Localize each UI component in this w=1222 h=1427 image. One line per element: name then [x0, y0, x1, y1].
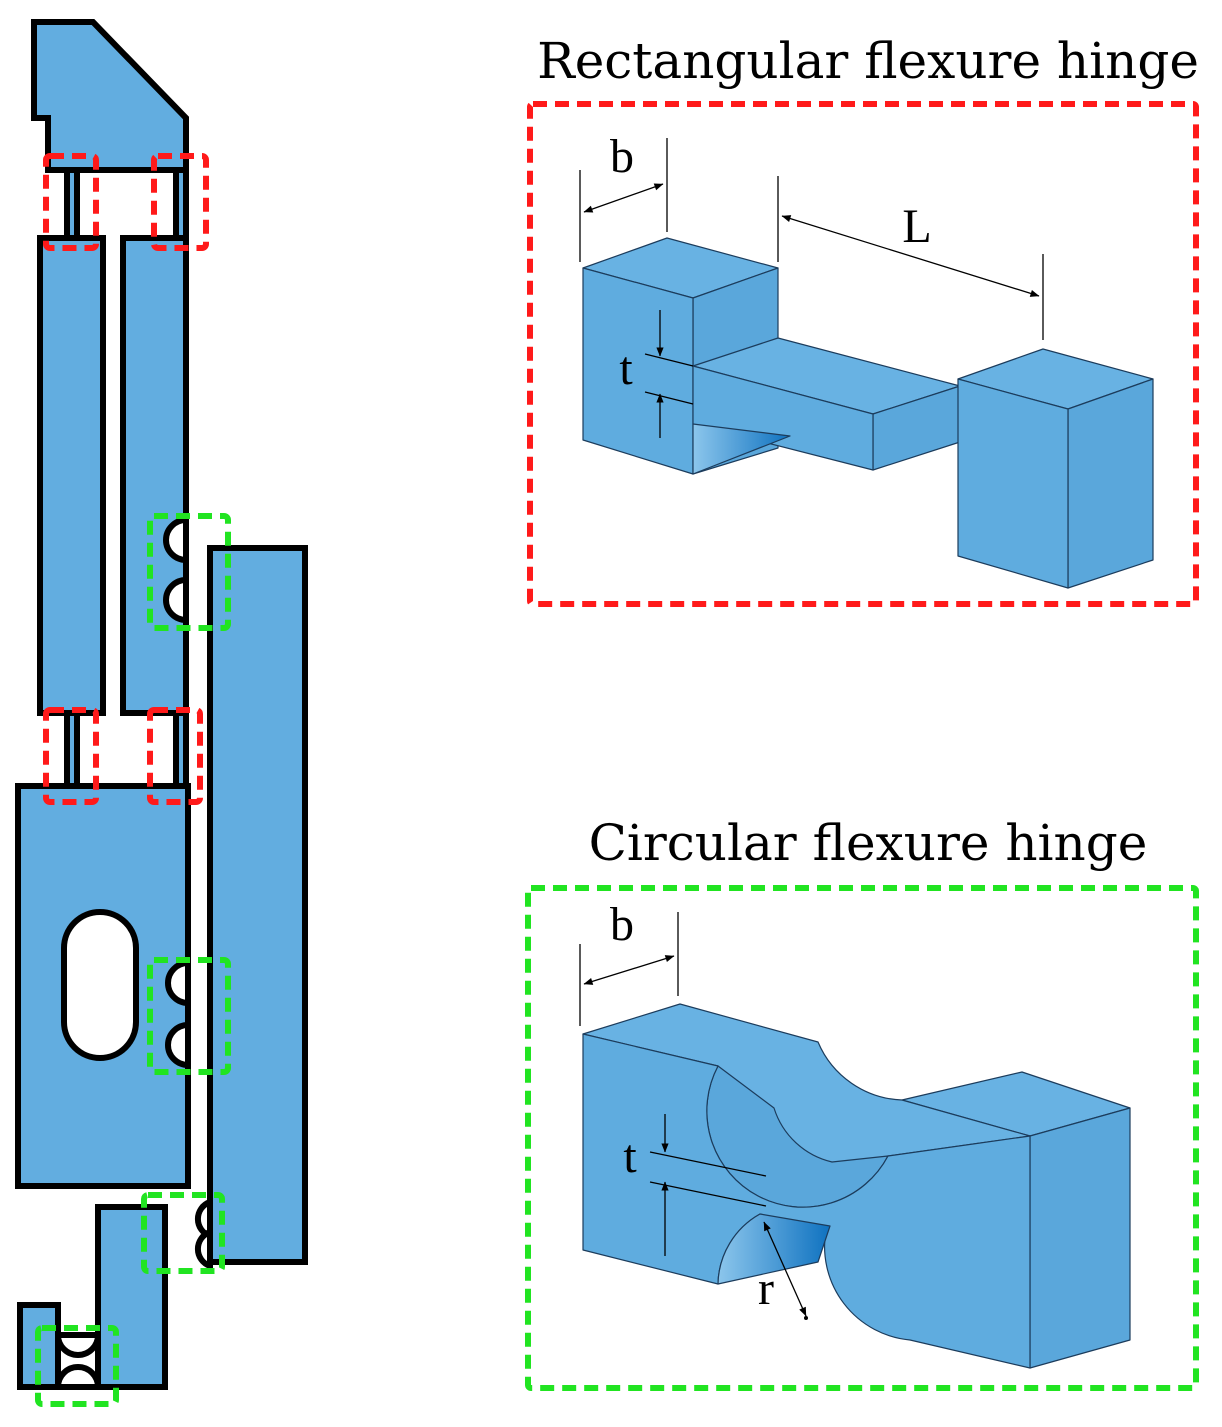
rect-left-block-front — [582, 267, 694, 475]
circ-label-b: b — [610, 898, 634, 951]
notch — [163, 576, 189, 624]
notch — [163, 516, 189, 564]
rect-hinge-marker — [43, 153, 99, 251]
rect-hinge-marker — [43, 707, 99, 805]
rectangular-panel-title: Rectangular flexure hinge — [537, 32, 1199, 90]
left-long-beam — [37, 235, 106, 716]
circular-panel-title: Circular flexure hinge — [589, 814, 1148, 872]
right-tall-block — [207, 545, 308, 1265]
rect-right-block-side — [1067, 378, 1154, 589]
circular-hinge-panel: Circular flexure hinge b t r — [525, 814, 1199, 1391]
rectangular-hinge-panel: Rectangular flexure hinge b L t — [527, 32, 1199, 607]
lower-main-block — [15, 783, 191, 1189]
notch — [54, 1332, 102, 1358]
circular-notches — [54, 516, 213, 1390]
top-head-block — [31, 19, 189, 173]
rect-label-t: t — [619, 342, 633, 395]
circ-right-block-side — [1029, 1107, 1131, 1369]
bottom-step-block — [95, 1204, 168, 1390]
notch — [194, 1227, 213, 1271]
rect-label-b: b — [610, 130, 634, 183]
rect-beam-front — [692, 365, 874, 471]
rect-hinge-markers — [43, 153, 209, 805]
notch — [54, 1364, 102, 1390]
rect-label-L: L — [902, 200, 931, 253]
top-left-hinge-neck — [64, 167, 80, 241]
circ-hinge-marker — [141, 1192, 225, 1274]
right-long-beam — [120, 235, 189, 716]
circ-label-r: r — [758, 1262, 774, 1315]
circ-hinge-marker — [147, 513, 231, 631]
notch — [165, 1021, 191, 1069]
rectangular-panel-frame — [527, 101, 1199, 607]
lower-right-hinge-neck — [173, 710, 189, 789]
lower-left-hinge-neck — [64, 710, 80, 789]
circ-hinge-marker — [147, 957, 231, 1075]
rect-right-block-front — [957, 378, 1069, 589]
rect-hinge-marker — [147, 707, 203, 805]
flexure-mechanism — [15, 19, 308, 1407]
circ-hinge-marker — [35, 1325, 119, 1407]
notch — [165, 959, 191, 1007]
rect-beam-shadow — [692, 423, 791, 475]
circ-hinge-markers — [35, 513, 231, 1407]
circular-panel-frame — [525, 885, 1199, 1391]
circ-label-t: t — [623, 1130, 637, 1183]
top-right-hinge-neck — [173, 167, 189, 241]
rect-hinge-marker — [151, 153, 209, 251]
